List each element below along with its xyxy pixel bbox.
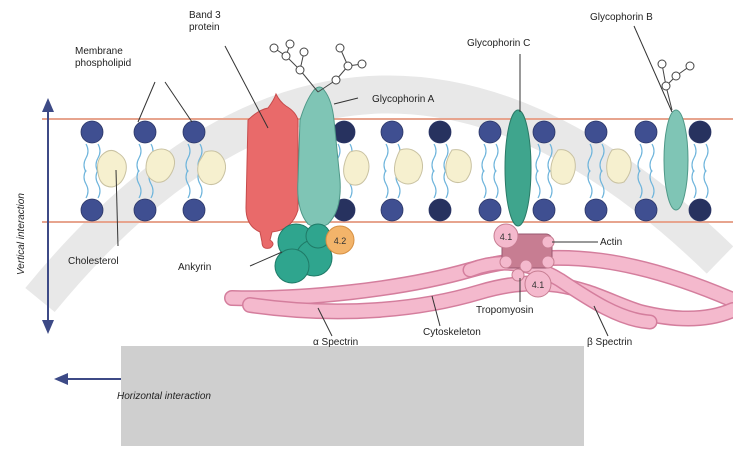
label-glycophorin-b: Glycophorin B	[590, 12, 653, 24]
label-vertical-interaction: Vertical interaction	[16, 193, 28, 275]
phospholipid-head-inner	[183, 199, 205, 221]
label-beta-spectrin: β Spectrin	[587, 337, 632, 349]
phospholipid-head-outer	[585, 121, 607, 143]
label-tropomyosin: Tropomyosin	[476, 305, 533, 317]
lipid-tail	[650, 144, 654, 172]
phospholipid-head-outer	[381, 121, 403, 143]
lipid-tail	[482, 170, 486, 198]
label-4-2: 4.2	[334, 236, 347, 246]
phospholipid-head-outer	[479, 121, 501, 143]
lipid-tail	[536, 170, 540, 198]
phospholipid-head-outer	[429, 121, 451, 143]
label-4-1-bottom: 4.1	[532, 280, 545, 290]
glycophorin-b	[664, 110, 688, 210]
phospholipid-head-inner	[585, 199, 607, 221]
label-band3-line1: Band 3	[189, 10, 221, 22]
lipid-tail	[84, 144, 88, 172]
label-alpha-spectrin: α Spectrin	[313, 337, 358, 349]
phospholipid-head-inner	[134, 199, 156, 221]
lipid-tail	[704, 144, 708, 172]
lipid-tail	[432, 170, 436, 198]
phospholipid-head-outer	[533, 121, 555, 143]
phospholipid-heads-inner	[81, 199, 711, 221]
glycophorin-b-sugars	[658, 60, 694, 110]
phospholipid-heads-outer	[81, 121, 711, 143]
lipid-tail	[494, 144, 498, 172]
lipid-tail	[494, 170, 498, 198]
label-glycophorin-c: Glycophorin C	[467, 38, 530, 50]
lipid-tail	[704, 170, 708, 198]
label-membrane-line2: phospholipid	[75, 58, 131, 70]
label-horizontal-interaction: Horizontal interaction	[117, 391, 211, 403]
label-glycophorin-a: Glycophorin A	[372, 94, 434, 106]
phospholipid-head-inner	[635, 199, 657, 221]
phospholipid-head-outer	[134, 121, 156, 143]
phospholipid-head-inner	[533, 199, 555, 221]
ankyrin	[275, 224, 332, 283]
lipid-tail	[482, 144, 486, 172]
lipid-tail	[432, 144, 436, 172]
lipid-tail	[692, 144, 696, 172]
phospholipid-head-outer	[689, 121, 711, 143]
lipid-tail	[137, 144, 141, 172]
label-ankyrin: Ankyrin	[178, 262, 211, 274]
label-membrane-line1: Membrane	[75, 46, 123, 58]
phospholipid-head-outer	[183, 121, 205, 143]
glycophorin-c	[505, 110, 531, 226]
lipid-tail	[384, 144, 388, 172]
phospholipid-head-inner	[479, 199, 501, 221]
phospholipid-head-outer	[635, 121, 657, 143]
lipid-tail	[84, 170, 88, 198]
label-cholesterol: Cholesterol	[68, 256, 119, 268]
lipid-tail	[384, 170, 388, 198]
phospholipid-head-inner	[689, 199, 711, 221]
label-band3-line2: protein	[189, 22, 220, 34]
phospholipid-head-inner	[81, 199, 103, 221]
lipid-tail	[692, 170, 696, 198]
label-cytoskeleton: Cytoskeleton	[423, 327, 481, 339]
label-4-1-top: 4.1	[500, 232, 513, 242]
phospholipid-head-outer	[81, 121, 103, 143]
phospholipid-head-inner	[381, 199, 403, 221]
phospholipid-head-inner	[429, 199, 451, 221]
label-actin: Actin	[600, 237, 622, 249]
